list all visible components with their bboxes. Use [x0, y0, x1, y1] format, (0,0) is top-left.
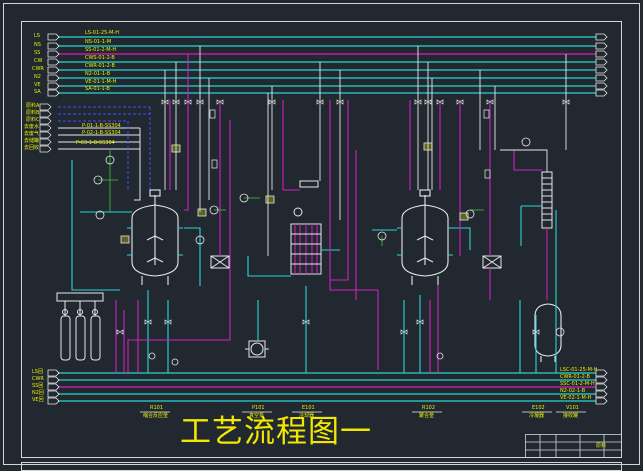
- utility-label-top-1: NS: [34, 42, 41, 48]
- equipment-tag-v101: V101: [566, 405, 579, 411]
- bottom-header-arrows: [47, 369, 608, 405]
- reactor-r101: [127, 189, 183, 285]
- bottom-line-label-4: VE-02-1-M-H: [560, 395, 592, 401]
- feed-line-label-0: P-01-1-B-SS304: [82, 123, 121, 129]
- equipment-desc-p101: 真空泵: [249, 413, 265, 419]
- bottom-utility-label-1: CWR: [32, 376, 44, 382]
- receiver-v101: [534, 303, 562, 362]
- top-utility-headers: [58, 36, 596, 94]
- bottom-line-label-1: CWR-01-2-B: [560, 374, 590, 380]
- utility-label-top-6: VE: [34, 82, 41, 88]
- header-line-label-2: SS-01-2-M-H: [85, 47, 117, 53]
- feed-label-4: 去废气: [24, 131, 40, 137]
- left-feed-arrows: [39, 103, 52, 153]
- equipment-desc-e102: 冷凝器: [529, 413, 545, 419]
- feed-line-label-2: P-03-1-B-SS304: [76, 140, 115, 146]
- utility-label-top-7: SA: [34, 89, 41, 95]
- equipment-desc-v101: 接收罐: [563, 413, 579, 419]
- header-line-label-6: VE-01-1-M-H: [85, 79, 117, 85]
- header-line-label-0: LS-01-25-M-H: [85, 30, 119, 36]
- utility-label-top-4: CWR: [32, 66, 44, 72]
- bottom-utility-label-3: N2回: [32, 390, 44, 396]
- utility-label-top-5: N2: [34, 74, 41, 80]
- equipment-tag-r101: R101: [150, 405, 164, 411]
- valves: [116, 99, 570, 335]
- feed-label-1: 原料B: [26, 110, 40, 116]
- condenser-e102: [541, 171, 553, 300]
- bottom-line-label-0: LSC-01-25-M-H: [560, 367, 598, 373]
- header-line-label-7: SA-01-1-B: [85, 86, 110, 92]
- utility-label-top-3: CW: [34, 58, 43, 64]
- drawing-title: 工艺流程图一: [180, 414, 372, 450]
- instrument-bubbles: [93, 137, 565, 366]
- utility-label-top-0: LS: [34, 33, 40, 39]
- equipment-tag-e101: E101: [302, 405, 315, 411]
- pump-p101: [245, 340, 269, 358]
- equipment-tag-p101: P101: [252, 405, 265, 411]
- header-line-label-1: NS-01-1-M: [85, 39, 112, 45]
- left-feed-lines: [58, 106, 151, 201]
- feed-label-0: 原料A: [26, 103, 40, 109]
- reactor-r102: [397, 189, 453, 285]
- bottom-utility-label-4: VE回: [32, 397, 44, 403]
- header-line-label-5: N2-01-1-B: [85, 71, 111, 77]
- equipment-desc-r102: 聚合釜: [419, 413, 435, 419]
- feed-label-5: 去储罐: [24, 138, 40, 144]
- heat-exchanger-e101: [290, 180, 322, 275]
- equipment-tag-e102: E102: [532, 405, 545, 411]
- feed-label-2: 原料C: [26, 117, 40, 123]
- equipment-tag-r102: R102: [422, 405, 436, 411]
- utility-label-top-2: SS: [34, 50, 41, 56]
- instrument-lines: [98, 150, 484, 246]
- filter-boxes: [210, 255, 502, 269]
- equipment-desc-r101: 缩合反应釜: [143, 413, 169, 419]
- feed-line-label-1: P-02-1-B-SS304: [82, 130, 121, 136]
- header-line-label-4: CWR-01-2-B: [85, 63, 115, 69]
- title-block-cell: 原料: [596, 443, 607, 449]
- bottom-line-label-3: N2-02-1-B: [560, 388, 586, 394]
- header-drop-lines: [164, 46, 567, 256]
- process-piping-magenta: [115, 54, 542, 373]
- bottom-utility-label-0: LS回: [32, 369, 43, 375]
- title-block: [525, 434, 622, 458]
- header-line-label-3: CWS-01-2-B: [85, 55, 115, 61]
- bottom-utility-headers: [58, 372, 596, 402]
- feed-label-3: 去废水: [24, 124, 40, 130]
- process-piping-cyan: [71, 160, 557, 373]
- feed-label-6: 去回收: [24, 145, 40, 151]
- bottom-utility-label-2: SS回: [32, 383, 44, 389]
- gas-cylinders: [56, 292, 104, 361]
- equipment-desc-e101: 冷却器: [299, 413, 315, 419]
- bottom-line-label-2: SSC-01-2-M-H: [560, 381, 595, 387]
- header-end-arrows: [47, 33, 608, 97]
